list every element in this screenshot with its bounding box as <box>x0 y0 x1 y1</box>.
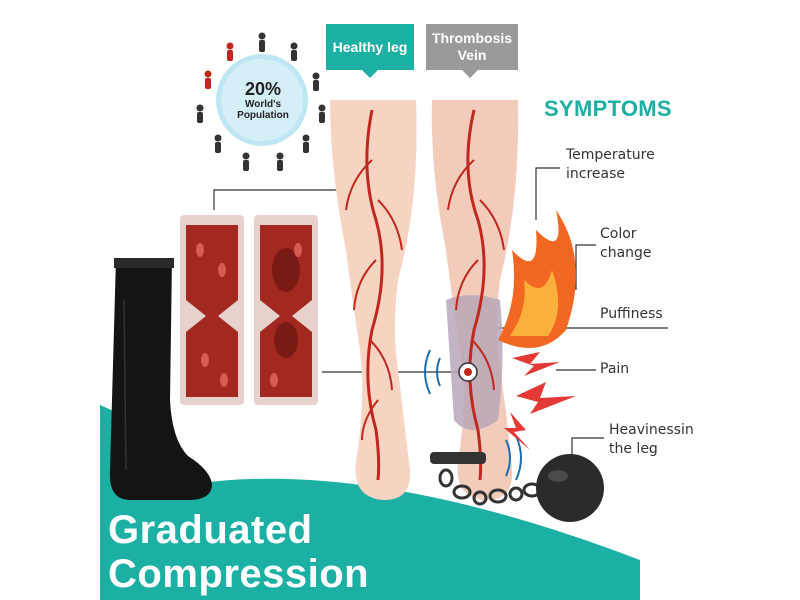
thrombosis-leg-icon <box>424 100 522 500</box>
banner-line-2: Compression <box>108 552 370 596</box>
compression-sock-icon <box>109 258 212 500</box>
symptoms-title: SYMPTOMS <box>544 96 672 121</box>
flame-icon <box>498 210 576 348</box>
symptom-color-change: Color change <box>600 226 652 261</box>
symptom-pain: Pain <box>600 361 630 377</box>
symptom-heaviness: Heavinessin the leg <box>609 422 694 457</box>
vein-cross-section-icon <box>180 215 318 405</box>
tag-healthy-leg: Healthy leg <box>326 24 414 78</box>
tag-thrombosis-vein: Thrombosis Vein <box>426 24 518 78</box>
population-label: World's Population <box>237 99 289 121</box>
population-circle-icon <box>196 32 326 171</box>
healthy-leg-icon <box>330 100 417 500</box>
banner-line-1: Graduated <box>108 508 313 552</box>
symptom-puffiness: Puffiness <box>600 306 663 322</box>
teal-banner <box>100 478 640 600</box>
pain-bolt-icon <box>504 352 576 450</box>
ball-and-chain-icon <box>430 452 604 522</box>
symptom-temperature: Temperature increase <box>566 147 655 182</box>
population-percent: 20% <box>244 79 282 99</box>
